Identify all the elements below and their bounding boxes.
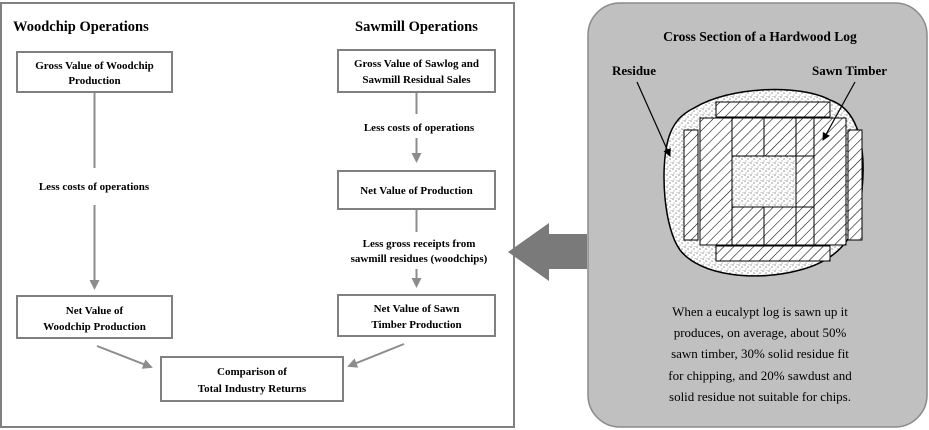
sawmill-gross-line-1: Gross Value of Sawlog and [354,58,479,70]
sawn-timber-pointer [822,81,856,141]
board-left [683,129,699,241]
woodchip-gross-value-box: Gross Value of Woodchip Production [16,51,173,93]
board-bottom [715,245,831,262]
woodchip-heading: Woodchip Operations [13,19,149,35]
woodchip-net-value-box: Net Value of Woodchip Production [16,295,173,339]
description-line-2: produces, on average, about 50% [674,325,847,340]
board-right [847,129,863,241]
comparison-line-1: Comparison of [217,366,287,378]
woodchip-net-line-2: Woodchip Production [43,321,146,333]
sawmill-net-sawn-box: Net Value of Sawn Timber Production [337,294,496,337]
woodchip-gross-line-1: Gross Value of Woodchip [35,60,154,72]
board-top-2 [763,117,797,157]
comparison-line-2: Total Industry Returns [198,383,307,395]
sawmill-heading: Sawmill Operations [355,19,478,35]
board-bot-2 [763,206,797,246]
residue-pointer [636,81,671,157]
board-top-3 [795,117,815,157]
cross-section-title: Cross Section of a Hardwood Log [663,29,857,44]
woodchip-net-line-1: Net Value of [66,305,124,317]
board-bot-3 [795,206,815,246]
description-line-4: for chipping, and 20% sawdust and [668,368,852,383]
sawmill-gross-value-box: Gross Value of Sawlog and Sawmill Residu… [337,49,496,93]
description-line-5: solid residue not suitable for chips. [669,389,851,404]
sawmill-net-sawn-line-1: Net Value of Sawn [374,303,460,315]
sawmill-less-costs-label: Less costs of operations [364,122,475,134]
board-centre-right [795,155,815,208]
residue-label: Residue [612,63,656,78]
description-line-3: sawn timber, 30% solid residue fit [671,346,849,361]
sawn-timber-label: Sawn Timber [812,63,887,78]
description-line-1: When a eucalypt log is sawn up it [672,304,848,319]
woodchip-less-costs-label: Less costs of operations [39,181,150,193]
woodchip-gross-line-2: Production [68,75,120,87]
sawmill-less-receipts-line-1: Less gross receipts from [363,238,476,250]
cross-section-description: When a eucalypt log is sawn up it produc… [668,304,852,404]
board-inner-left [699,117,733,246]
board-bot-1 [731,206,765,246]
board-top [715,101,831,118]
sawmill-net-production-label: Net Value of Production [360,185,473,197]
sawmill-less-receipts-line-2: sawmill residues (woodchips) [351,253,488,265]
big-left-arrow [508,223,587,281]
sawmill-net-sawn-line-2: Timber Production [371,319,461,331]
sawmill-net-production-box: Net Value of Production [337,170,496,210]
board-top-1 [731,117,765,157]
log-centre-residue [731,155,797,208]
sawmill-to-comparison-arrow [347,343,405,368]
woodchip-to-comparison-arrow [96,345,153,369]
log-cross-section [663,88,864,277]
board-inner-right [813,117,847,246]
sawmill-gross-line-2: Sawmill Residual Sales [362,74,471,86]
comparison-box: Comparison of Total Industry Returns [160,356,344,402]
